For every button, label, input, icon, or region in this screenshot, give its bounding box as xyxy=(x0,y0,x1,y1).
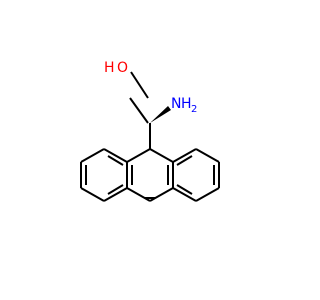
molecule-drawing: H O N H 2 xyxy=(80,60,220,202)
structure-diagram: H O N H 2 xyxy=(80,60,220,202)
aromatic-bond-5 xyxy=(107,155,124,166)
oxygen-label: O xyxy=(117,60,128,76)
ring-bond-11 xyxy=(103,187,128,202)
aromatic-bond-7 xyxy=(107,184,124,195)
hydroxyl-hydrogen-label: H xyxy=(104,60,115,76)
ring-bond-13 xyxy=(195,148,220,163)
ring-bond-10 xyxy=(80,187,105,202)
aromatic-bond-8 xyxy=(176,184,193,195)
amine-subscript-label: 2 xyxy=(191,104,197,115)
aromatic-bond-6 xyxy=(176,155,193,166)
ch2-chiral-carbon-bond xyxy=(129,97,149,124)
ring-bond-12 xyxy=(172,148,197,163)
amine-hydrogen-label: H xyxy=(181,96,192,112)
ring-bond-5 xyxy=(126,187,151,202)
ring-bond-8 xyxy=(80,148,105,163)
chiral-wedge-bond xyxy=(150,106,171,123)
ring-bond-7 xyxy=(103,148,128,163)
ring-bond-1 xyxy=(126,148,151,163)
ring-bond-15 xyxy=(195,187,220,202)
nitrogen-label: N xyxy=(171,96,181,112)
ring-bond-2 xyxy=(149,148,174,163)
o-ch2-bond xyxy=(130,71,149,99)
ring-bond-6 xyxy=(149,187,174,202)
ring-bond-16 xyxy=(172,187,197,202)
